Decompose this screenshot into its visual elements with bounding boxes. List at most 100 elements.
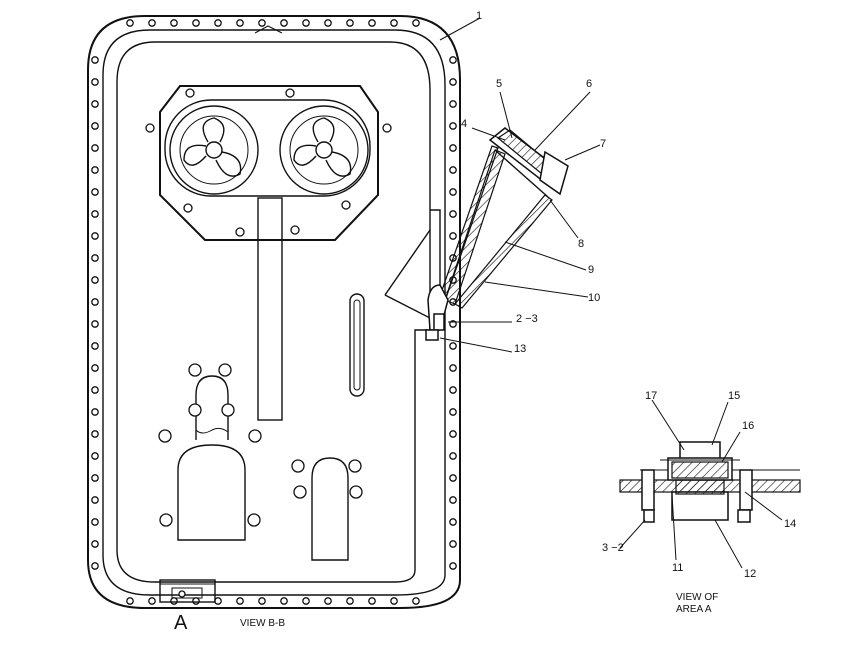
area-a-marker: A [174, 612, 188, 634]
bolt-hole [390, 597, 398, 605]
bolt-hole [91, 100, 99, 108]
bolt-hole [449, 210, 457, 218]
main-view-label: VIEW B-B [240, 618, 286, 629]
bolt-hole [91, 298, 99, 306]
vertical-slot [349, 293, 365, 397]
callout-12: 12 [744, 568, 757, 580]
bolt-hole [148, 19, 156, 27]
bolt-hole [449, 78, 457, 86]
bolt-hole [91, 320, 99, 328]
lower-left-opening [159, 444, 261, 541]
bolt-2-3 [433, 313, 445, 331]
bolt-hole [214, 19, 222, 27]
bolt-hole [412, 597, 420, 605]
bolt-hole [258, 19, 266, 27]
bolt-hole [302, 597, 310, 605]
bolt-hole [449, 144, 457, 152]
fan-housing [159, 85, 379, 241]
bolt-hole [449, 166, 457, 174]
vertical-bar [257, 197, 283, 421]
bolt-hole [91, 232, 99, 240]
bolt-hole [449, 56, 457, 64]
callout-17: 17 [645, 390, 658, 402]
tube-support-arm [384, 294, 431, 340]
bolt-hole [390, 19, 398, 27]
bolt-hole [91, 122, 99, 130]
bolt-hole [346, 19, 354, 27]
bolt-hole [368, 597, 376, 605]
callout-3-2: 3 −2 [602, 542, 624, 554]
callout-8: 8 [578, 238, 585, 250]
bolt-hole [449, 100, 457, 108]
bottom-clip-area-a [159, 579, 216, 603]
fan-housing-hole [185, 88, 195, 98]
cap-nut [539, 150, 569, 196]
perimeter-bolt-holes [91, 19, 457, 605]
cover-inner-wall [102, 29, 446, 596]
callout-1: 1 [476, 10, 483, 22]
tube-support-upper [384, 229, 431, 296]
fan-housing-hole [145, 123, 155, 133]
bolt-hole [91, 518, 99, 526]
bolt-hole [280, 19, 288, 27]
bolt-hole [449, 518, 457, 526]
cover-outer-flange [87, 15, 461, 609]
bolt-hole [368, 19, 376, 27]
bolt-hole [449, 342, 457, 350]
callout-7: 7 [600, 138, 607, 150]
bolt-hole [449, 430, 457, 438]
fan-housing-hole [285, 88, 295, 98]
bolt-hole [324, 19, 332, 27]
bolt-hole [236, 19, 244, 27]
callout-14: 14 [784, 518, 797, 530]
callout-16: 16 [742, 420, 755, 432]
callout-5: 5 [496, 78, 503, 90]
bolt-hole [91, 166, 99, 174]
bolt-hole [449, 232, 457, 240]
bolt-hole [91, 474, 99, 482]
bolt-hole [258, 597, 266, 605]
bolt-hole [91, 430, 99, 438]
upper-handle [158, 363, 262, 443]
bolt-hole [449, 452, 457, 460]
callout-4: 4 [461, 118, 468, 130]
bolt-hole [192, 19, 200, 27]
callout-15: 15 [728, 390, 741, 402]
bolt-hole [449, 122, 457, 130]
bolt-hole [126, 597, 134, 605]
callout-6: 6 [586, 78, 593, 90]
bolt-hole [91, 342, 99, 350]
callout-11: 11 [672, 562, 684, 574]
bolt-hole [280, 597, 288, 605]
bolt-hole [214, 597, 222, 605]
bolt-hole [91, 78, 99, 86]
bolt-hole [449, 496, 457, 504]
callout-9: 9 [588, 264, 595, 276]
bolt-hole [91, 210, 99, 218]
bolt-hole [126, 19, 134, 27]
bolt-hole [91, 452, 99, 460]
bolt-hole [91, 540, 99, 548]
detail-body-12 [671, 491, 729, 521]
callout-2-3: 2 −3 [516, 313, 538, 325]
bolt-hole [449, 562, 457, 570]
bolt-hole [449, 540, 457, 548]
tube-inner [494, 149, 549, 198]
cover-inner-panel [116, 41, 431, 583]
bolt-hole [91, 144, 99, 152]
bolt-hole [91, 386, 99, 394]
bolt-hole [91, 562, 99, 570]
bolt-hole [91, 276, 99, 284]
detail-bolt-3-2 [643, 509, 655, 523]
bolt-hole [192, 597, 200, 605]
bolt-hole [412, 19, 420, 27]
callout-10: 10 [588, 292, 601, 304]
bolt-hole [91, 188, 99, 196]
bolt-hole [449, 188, 457, 196]
leader-lines [439, 17, 601, 353]
detail-view-label-line2: AREA A [676, 604, 712, 615]
bolt-hole [236, 597, 244, 605]
bolt-hole [91, 254, 99, 262]
fan-housing-hole [235, 227, 245, 237]
